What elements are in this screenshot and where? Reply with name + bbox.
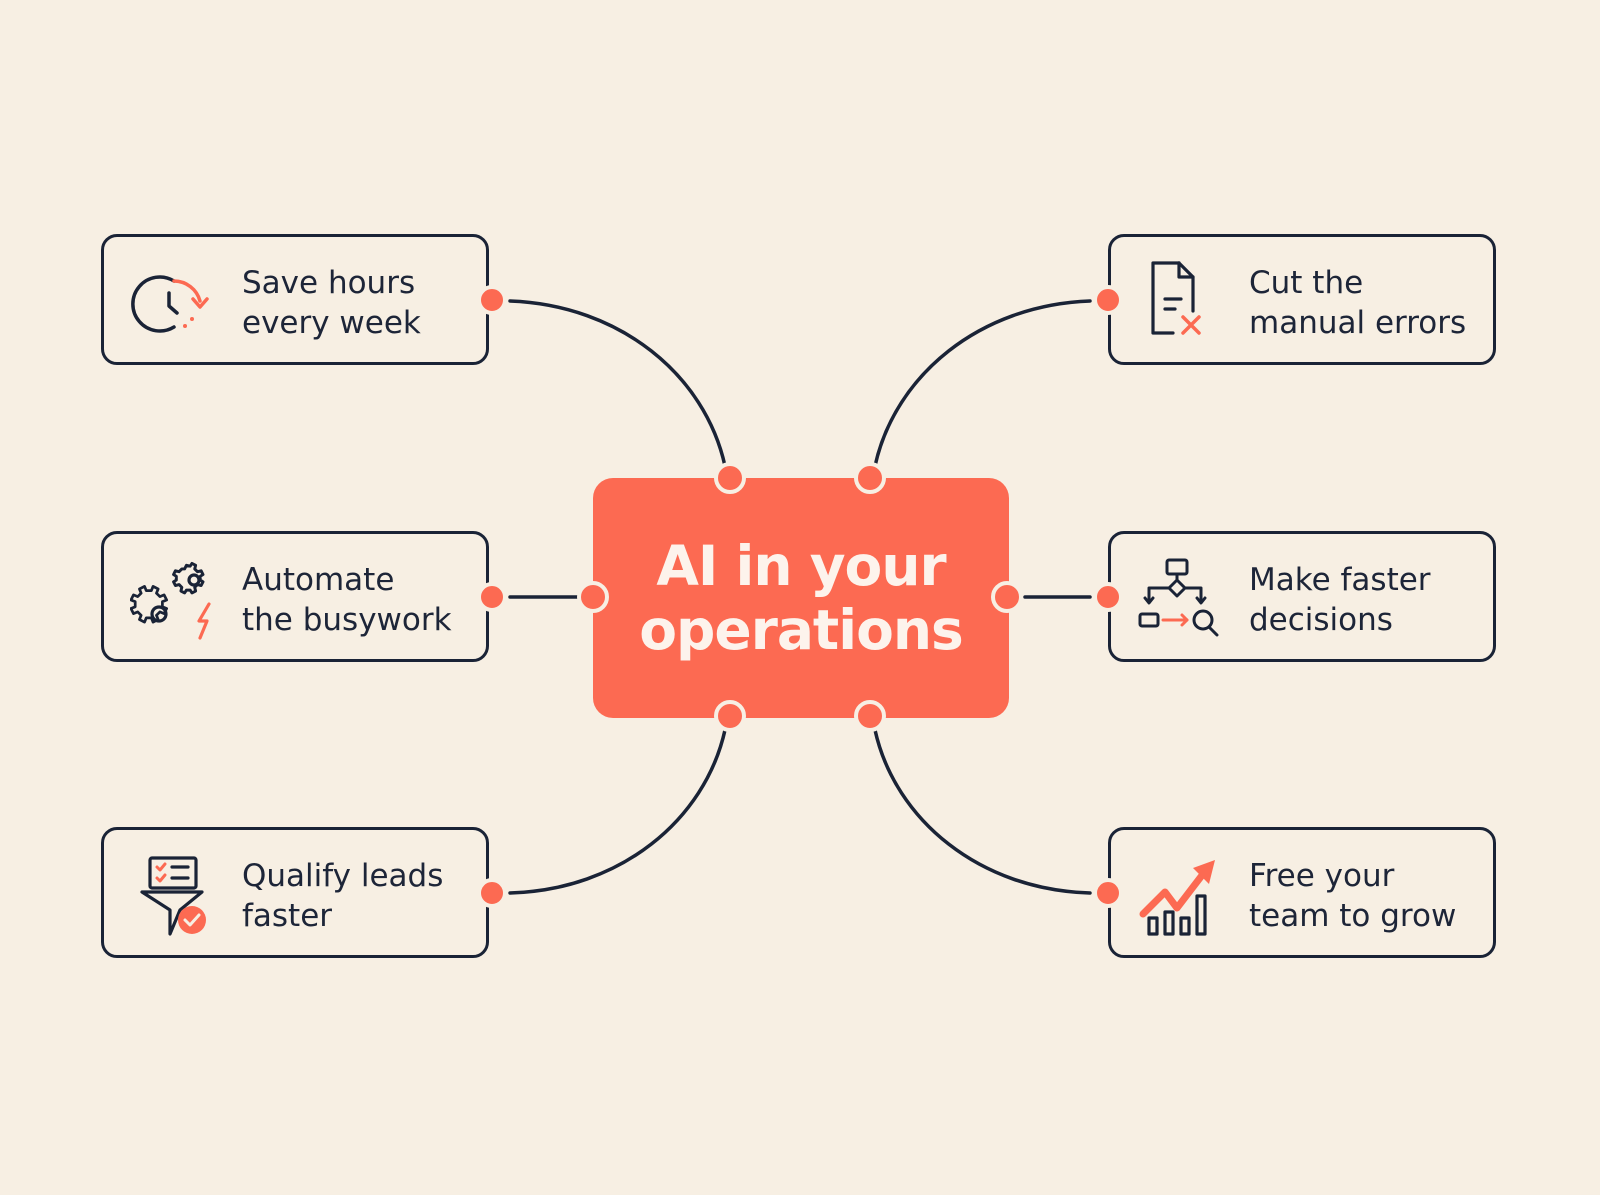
dot-center-top-right [854, 462, 886, 494]
node-cut-errors: Cut the manual errors [1108, 234, 1496, 365]
gears-lightning-icon [130, 561, 211, 640]
label-line-2: decisions [1249, 602, 1393, 638]
dot-center-right [991, 581, 1023, 613]
node-qualify-leads: Qualify leads faster [101, 827, 489, 958]
dot-qual [477, 878, 507, 908]
flowchart-search-icon [1138, 558, 1219, 637]
label-line-2: team to grow [1249, 898, 1457, 934]
connector-cut [873, 299, 1092, 468]
node-label: Make faster decisions [1249, 560, 1489, 640]
label-line-1: Automate [242, 562, 395, 598]
node-label: Qualify leads faster [242, 856, 482, 936]
node-faster-decisions: Make faster decisions [1108, 531, 1496, 662]
dot-center-top-left [714, 462, 746, 494]
dot-save [477, 285, 507, 315]
document-x-icon [1151, 261, 1201, 335]
label-line-1: Save hours [242, 265, 416, 301]
funnel-checklist-icon [140, 856, 206, 936]
connector-save [508, 299, 727, 468]
label-line-2: the busywork [242, 602, 452, 638]
node-team-grow: Free your team to grow [1108, 827, 1496, 958]
center-title: AI in your operations [639, 534, 964, 662]
dot-free [1093, 878, 1123, 908]
dot-center-bottom-right [854, 700, 886, 732]
node-label: Save hours every week [242, 263, 482, 343]
label-line-1: Make faster [1249, 562, 1431, 598]
label-line-1: Qualify leads [242, 858, 444, 894]
label-line-1: Cut the [1249, 265, 1364, 301]
dot-cut [1093, 285, 1123, 315]
dot-center-bottom-left [714, 700, 746, 732]
node-label: Automate the busywork [242, 560, 482, 640]
connector-free [873, 728, 1092, 895]
dot-auto [477, 582, 507, 612]
center-topic: AI in your operations [593, 478, 1009, 718]
growth-chart-icon [1139, 860, 1215, 936]
dot-make [1093, 582, 1123, 612]
clock-arrow-icon [131, 275, 209, 333]
label-line-2: faster [242, 898, 333, 934]
label-line-1: Free your [1249, 858, 1395, 894]
label-line-2: every week [242, 305, 421, 341]
node-automate: Automate the busywork [101, 531, 489, 662]
node-label: Cut the manual errors [1249, 263, 1489, 343]
label-line-2: manual errors [1249, 305, 1467, 341]
node-label: Free your team to grow [1249, 856, 1489, 936]
connector-qual [508, 728, 727, 895]
dot-center-left [577, 581, 609, 613]
